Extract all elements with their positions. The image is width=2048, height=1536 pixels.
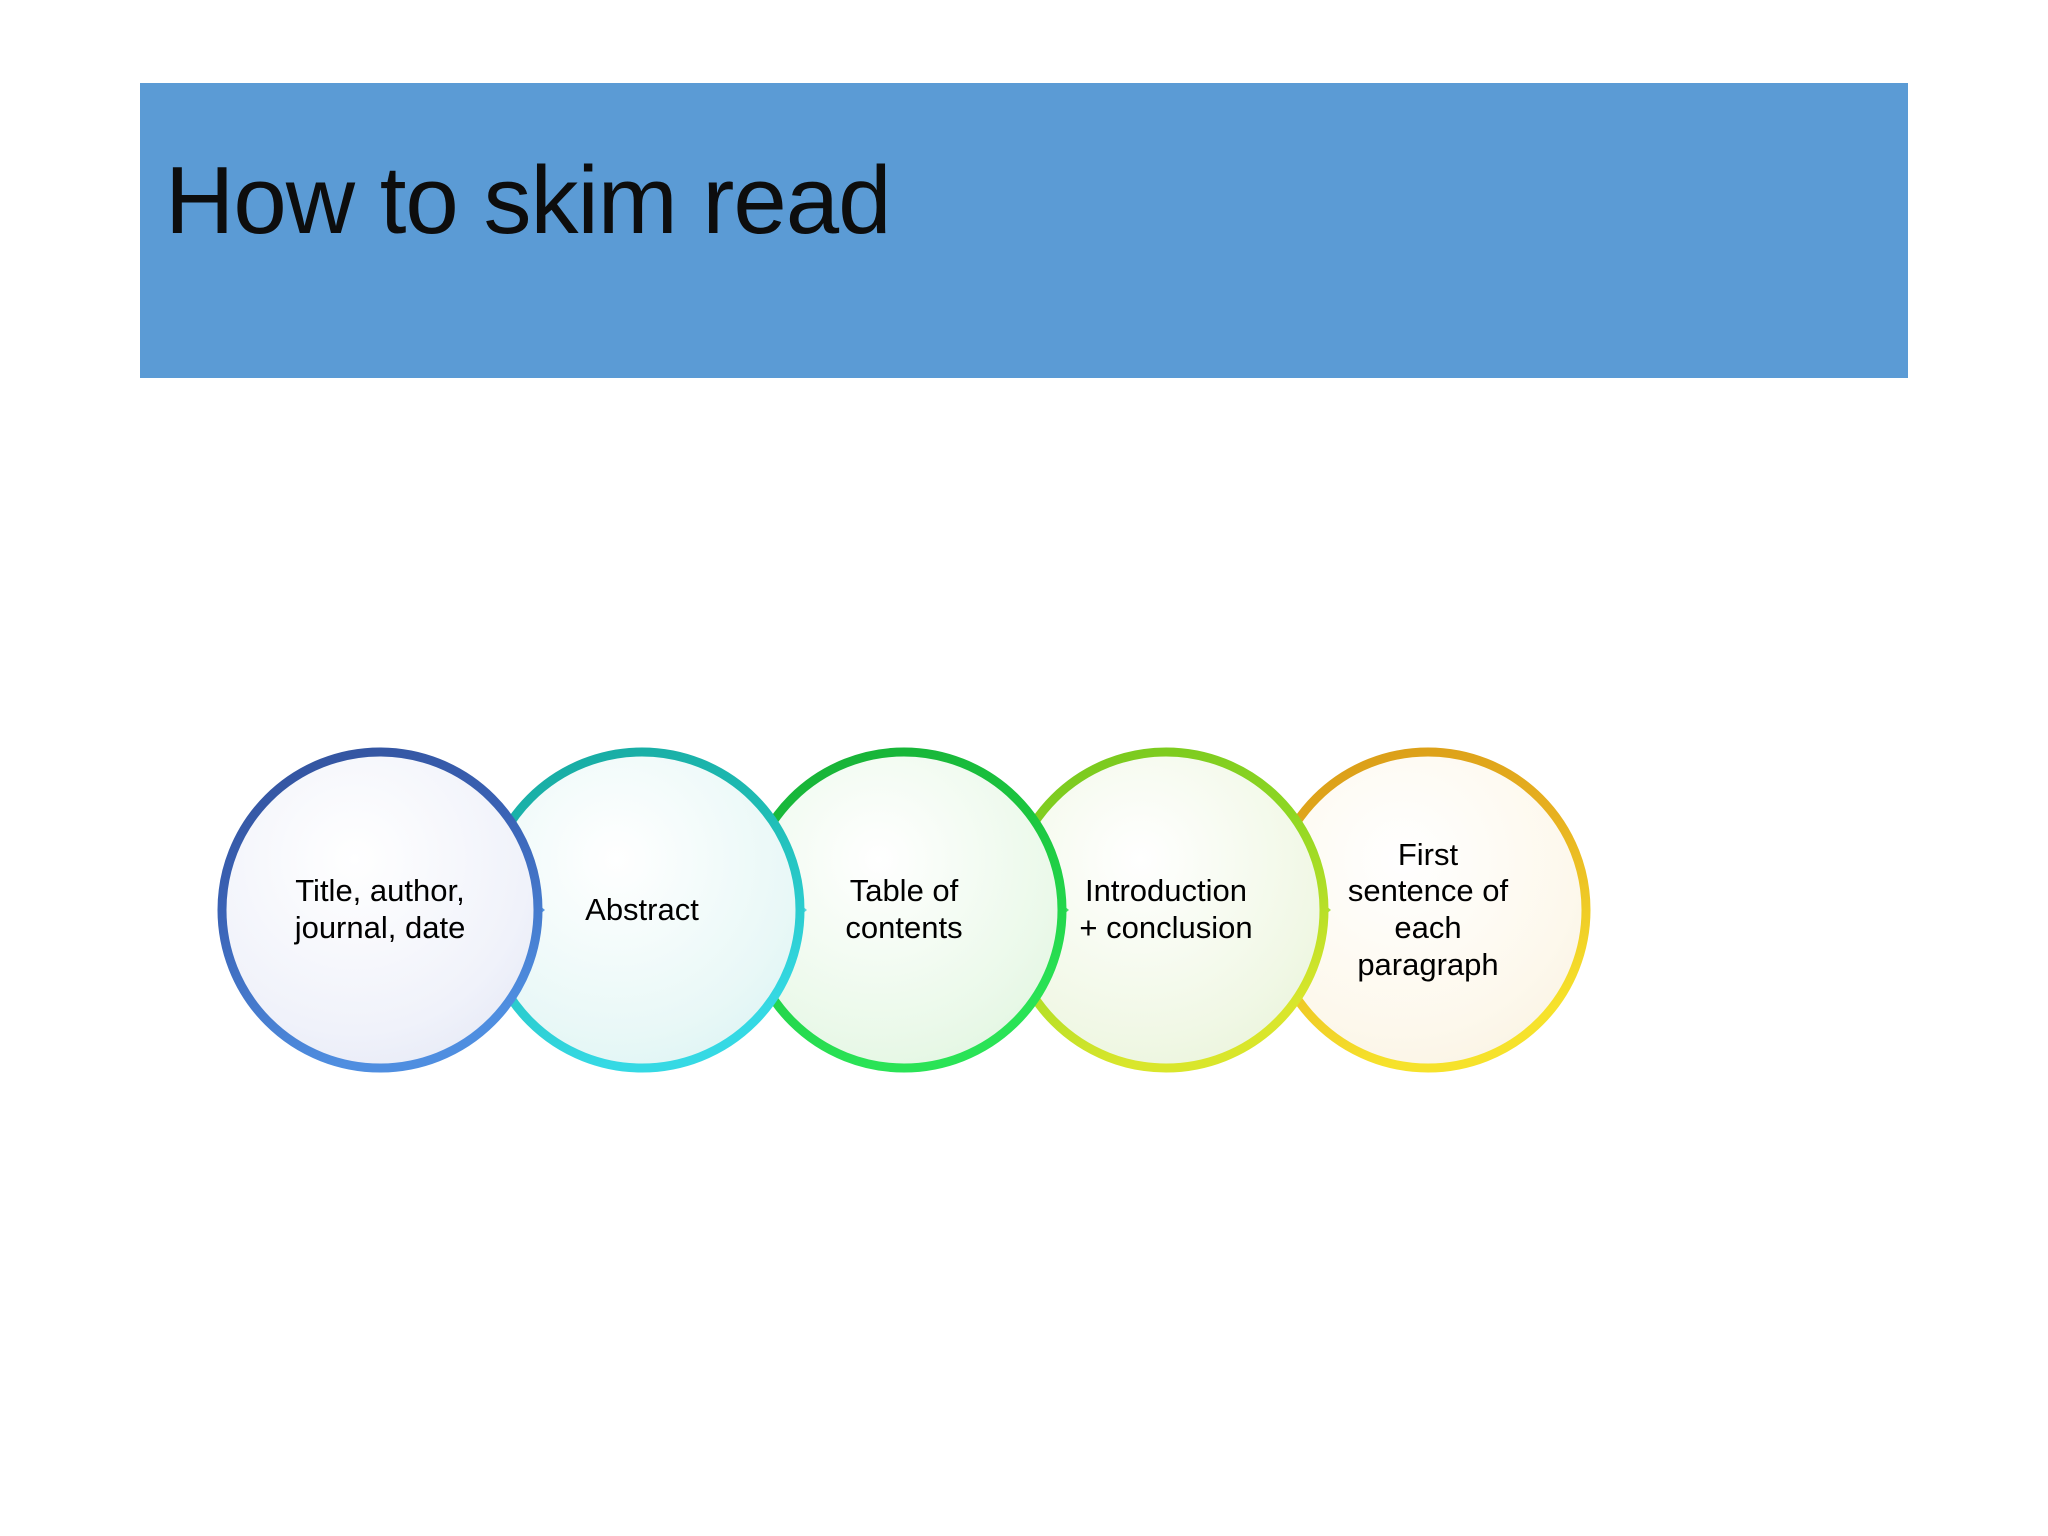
- process-step-1-shape: [217, 747, 545, 1073]
- process-step-1[interactable]: Title, author, journal, date: [215, 745, 545, 1075]
- process-diagram: Title, author, journal, date: [215, 745, 1915, 1090]
- process-step-3-shape: [741, 747, 1069, 1073]
- page-title: How to skim read: [165, 147, 892, 254]
- title-banner: [140, 83, 1908, 378]
